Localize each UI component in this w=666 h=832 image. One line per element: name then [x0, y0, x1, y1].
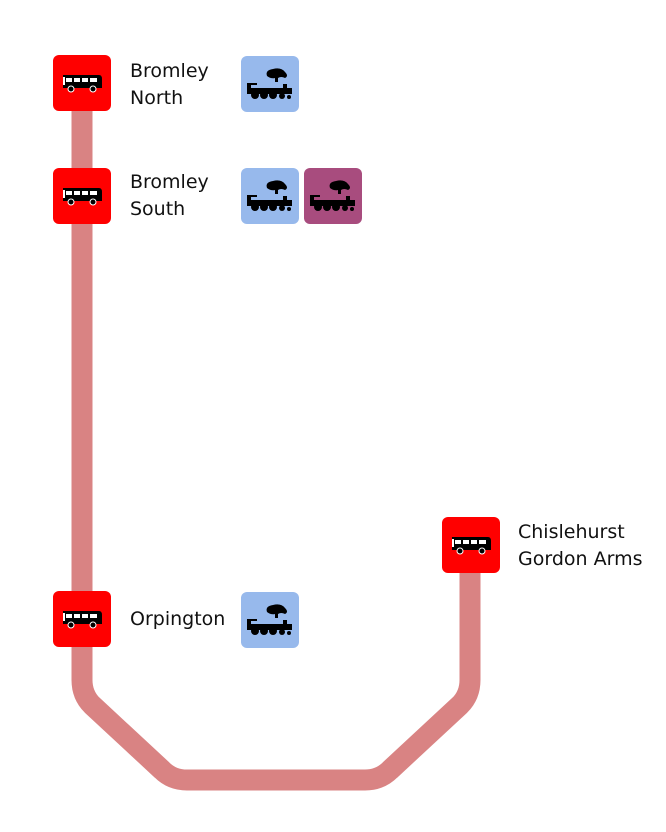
stop-name-line: Chislehurst: [518, 521, 625, 543]
stop-label-bromley-south: Bromley South: [130, 169, 209, 223]
stop-name-line: Bromley: [130, 60, 209, 82]
bus-icon: [63, 611, 102, 629]
interchange-national-rail[interactable]: [241, 168, 299, 224]
bus-stop-bromley-north[interactable]: [53, 55, 111, 111]
stop-name-line: Orpington: [130, 608, 226, 630]
stop-name-line: Gordon Arms: [518, 548, 643, 570]
interchange-national-rail[interactable]: [241, 56, 299, 112]
bus-icon: [452, 537, 491, 555]
route-path: [71, 83, 481, 791]
interchange-national-rail[interactable]: [241, 592, 299, 648]
bus-icon: [63, 188, 102, 206]
steam-train-icon: [247, 180, 292, 211]
stop-name-line: Bromley: [130, 171, 209, 193]
bus-stop-bromley-south[interactable]: [53, 168, 111, 224]
stop-name-line: North: [130, 87, 184, 109]
interchange-other-rail[interactable]: [304, 168, 362, 224]
stop-label-orpington: Orpington: [130, 606, 225, 633]
stop-name-line: South: [130, 198, 186, 220]
steam-train-icon: [247, 604, 292, 635]
stop-label-bromley-north: Bromley North: [130, 58, 209, 112]
steam-train-icon: [247, 68, 292, 99]
bus-icon: [63, 75, 102, 93]
bus-stop-orpington[interactable]: [53, 591, 111, 647]
steam-train-icon: [310, 180, 355, 211]
bus-stop-chislehurst-gordon-arms[interactable]: [442, 517, 500, 573]
stop-label-chislehurst-gordon-arms: Chislehurst Gordon Arms: [518, 519, 642, 573]
